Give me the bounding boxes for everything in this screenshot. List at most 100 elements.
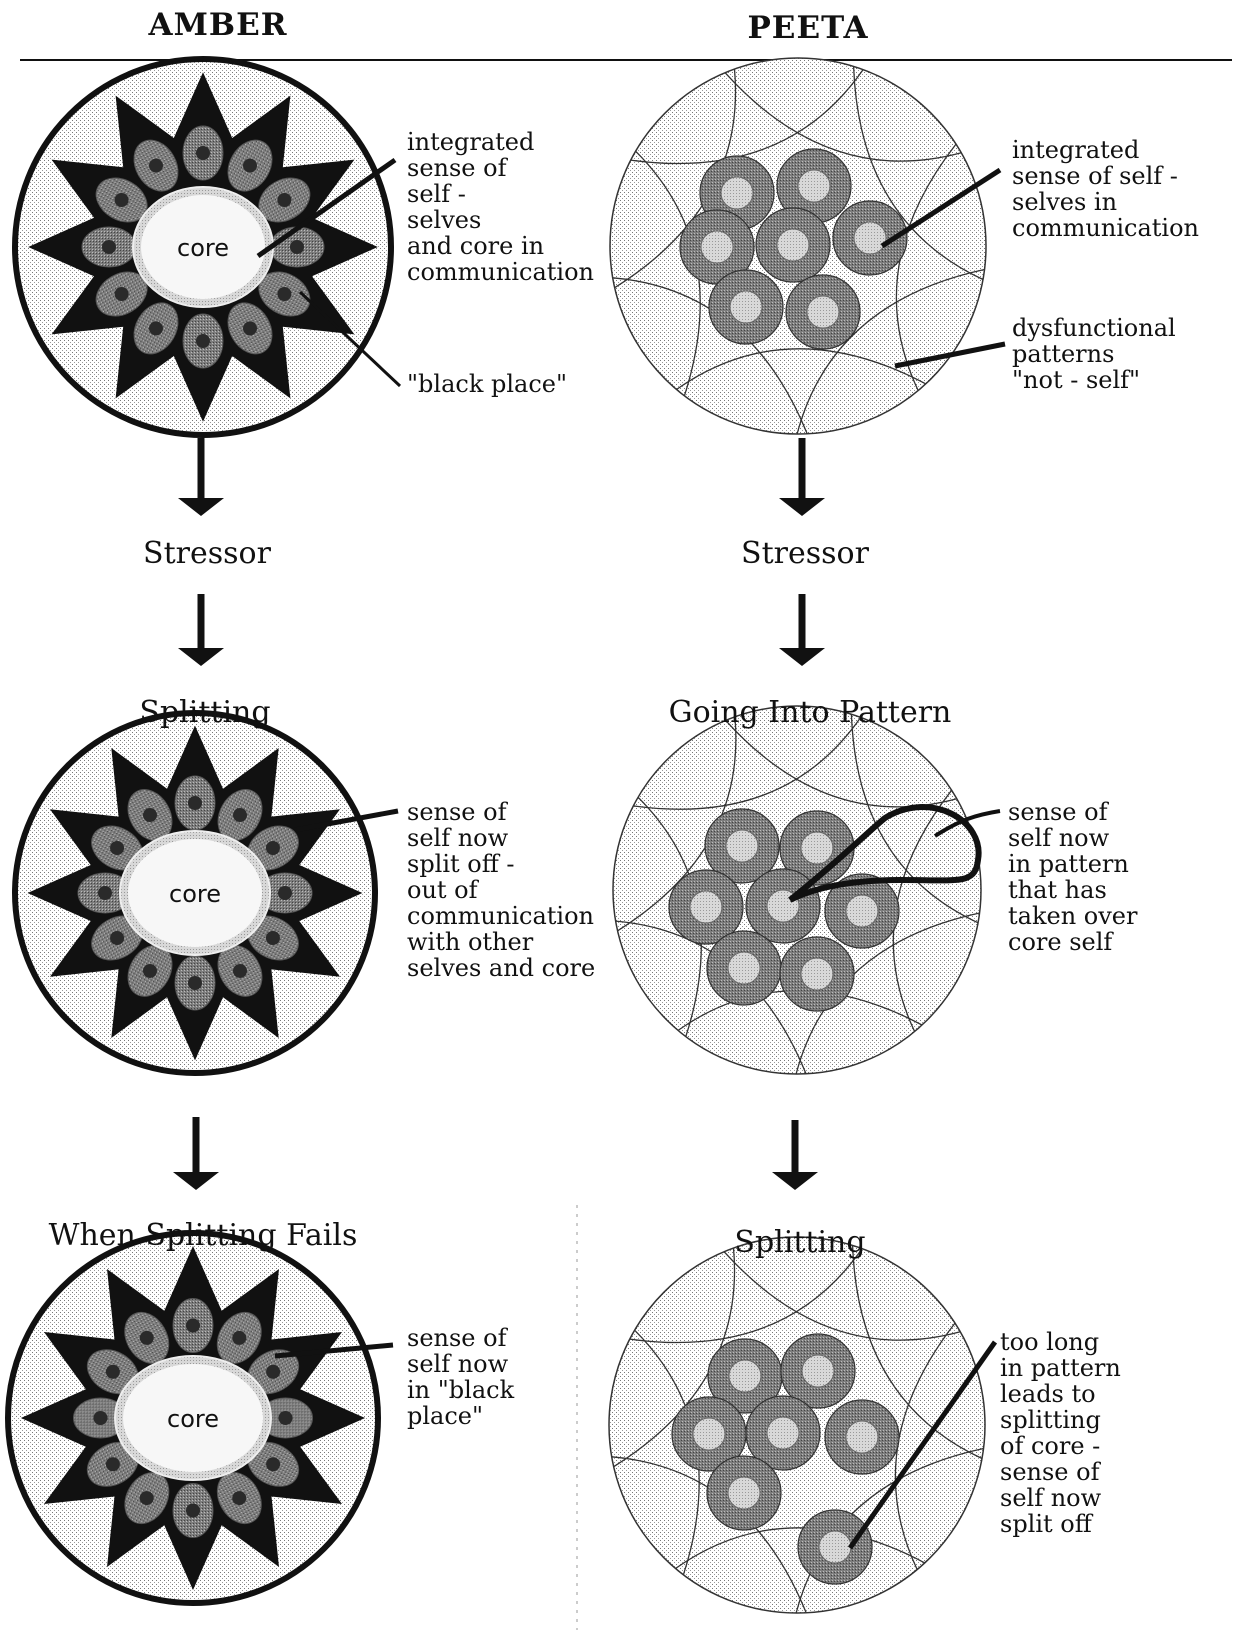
self-dot [149,158,163,173]
amber-annotation-1: integrated sense of self - selves and co… [407,128,594,398]
self-dot [265,841,280,855]
core-ellipse [141,195,265,299]
peeta-stage-stressor: Stressor [741,536,870,571]
self-dot [266,1364,281,1379]
pattern-arc [850,714,979,924]
core-label: core [169,880,221,908]
self-cell-center [692,1417,726,1451]
leader-line [274,1342,394,1359]
arrow-icon [173,1117,219,1190]
amber-annotation-3: sense of self now in "black place" [407,1324,515,1430]
self-dot [277,193,292,207]
self-cell-center [700,230,734,264]
self-cell-center [727,951,761,985]
self-cell-center [729,290,763,324]
self-cell-center [725,829,759,863]
arrow-icon [178,594,224,666]
amber-stage-splitting-fails: When Splitting Fails [49,1218,358,1253]
peeta-diagram-splitting [608,1236,986,1614]
peeta-annotation-2: sense of self now in pattern that has ta… [1008,798,1138,956]
amber-diagram-splitting: core [12,710,378,1076]
peeta-annotation-1: integrated sense of self - selves in com… [1012,136,1199,394]
amber-stage-stressor: Stressor [143,536,272,571]
amber1-ann-line: integrated [407,128,534,156]
self-dot [105,1457,120,1472]
peeta3-ann-line: splitting [1000,1406,1101,1434]
peeta3-ann-line: split off [1000,1510,1094,1538]
self-dot [188,796,202,810]
pattern-arc [724,72,962,162]
arrow-icon [779,594,825,666]
self-cell-center [797,169,831,203]
pattern-arc [851,1245,983,1460]
amber1-ann-line: and core in [407,232,544,260]
outer-ring [608,1236,986,1614]
self-dot [232,1491,247,1506]
peeta1-ann-line: patterns [1012,340,1114,368]
amber3-ann-line: sense of [407,1324,509,1352]
amber2-ann-line: with other [407,928,534,956]
peeta3-ann-line: self now [1000,1484,1102,1512]
leader-line [298,290,402,388]
peeta-diagram-pattern [612,705,982,1075]
self-cell-center [776,228,810,262]
peeta-annotation-3: too long in pattern leads to splitting o… [1000,1328,1121,1538]
pattern-loop [933,809,1001,838]
amber2-ann-line: split off - [407,850,515,878]
self-dot [143,963,157,978]
amber2-ann-line: out of [407,876,480,904]
amber2-ann-line: selves and core [407,954,595,982]
self-dot [105,1364,120,1379]
self-cell-center [818,1530,852,1564]
self-cell-center [800,957,834,991]
self-dot [110,841,125,855]
self-dot [139,1491,154,1506]
self-cell-center [728,1359,762,1393]
core-ellipse [123,1364,263,1472]
pattern-arc [796,268,985,434]
core-ellipse [128,839,262,947]
pattern-arc [633,717,862,810]
pattern-arc [629,1248,863,1344]
peeta1-ann-line: integrated [1012,136,1139,164]
self-dot [114,193,129,207]
pattern-arc [723,1251,961,1341]
amber1-ann-line: communication [407,258,594,286]
amber2-ann-line: self now [407,824,509,852]
peeta-stage-splitting: Splitting [734,1225,865,1260]
amber1-ann-black-place: "black place" [407,370,567,398]
self-dot [149,321,163,336]
peeta1-ann-line: sense of self - [1012,162,1178,190]
self-cell-center [766,1416,800,1450]
arrow-icon [779,438,825,516]
arrow-icon [178,438,224,516]
amber2-ann-line: communication [407,902,594,930]
self-dot [114,287,129,301]
amber-diagram-splitting-fails: core [5,1230,381,1606]
amber1-ann-line: selves [407,206,481,234]
amber1-ann-line: sense of [407,154,509,182]
pattern-arc [630,69,864,165]
peeta2-ann-line: in pattern [1008,850,1129,878]
self-dot [186,1503,200,1518]
outer-ring [612,705,982,1075]
core-label: core [177,234,229,262]
peeta3-ann-line: in pattern [1000,1354,1121,1382]
self-cell-center [845,894,879,928]
peeta2-ann-line: taken over [1008,902,1138,930]
peeta2-ann-line: that has [1008,876,1107,904]
self-cell-center [801,1354,835,1388]
self-dot [278,886,292,900]
outer-ring [609,57,987,435]
self-dot [98,886,112,900]
header-peeta: PEETA [748,10,869,46]
arrow-icon [772,1120,818,1190]
self-dot [233,808,247,823]
amber-stage-splitting: Splitting [139,695,270,730]
self-dot [266,1457,281,1472]
amber3-ann-line: self now [407,1350,509,1378]
self-dot [102,240,116,254]
peeta1-ann-line: "not - self" [1012,366,1140,394]
self-dot [188,976,202,990]
peeta-stage-going-into-pattern: Going Into Pattern [669,695,952,730]
